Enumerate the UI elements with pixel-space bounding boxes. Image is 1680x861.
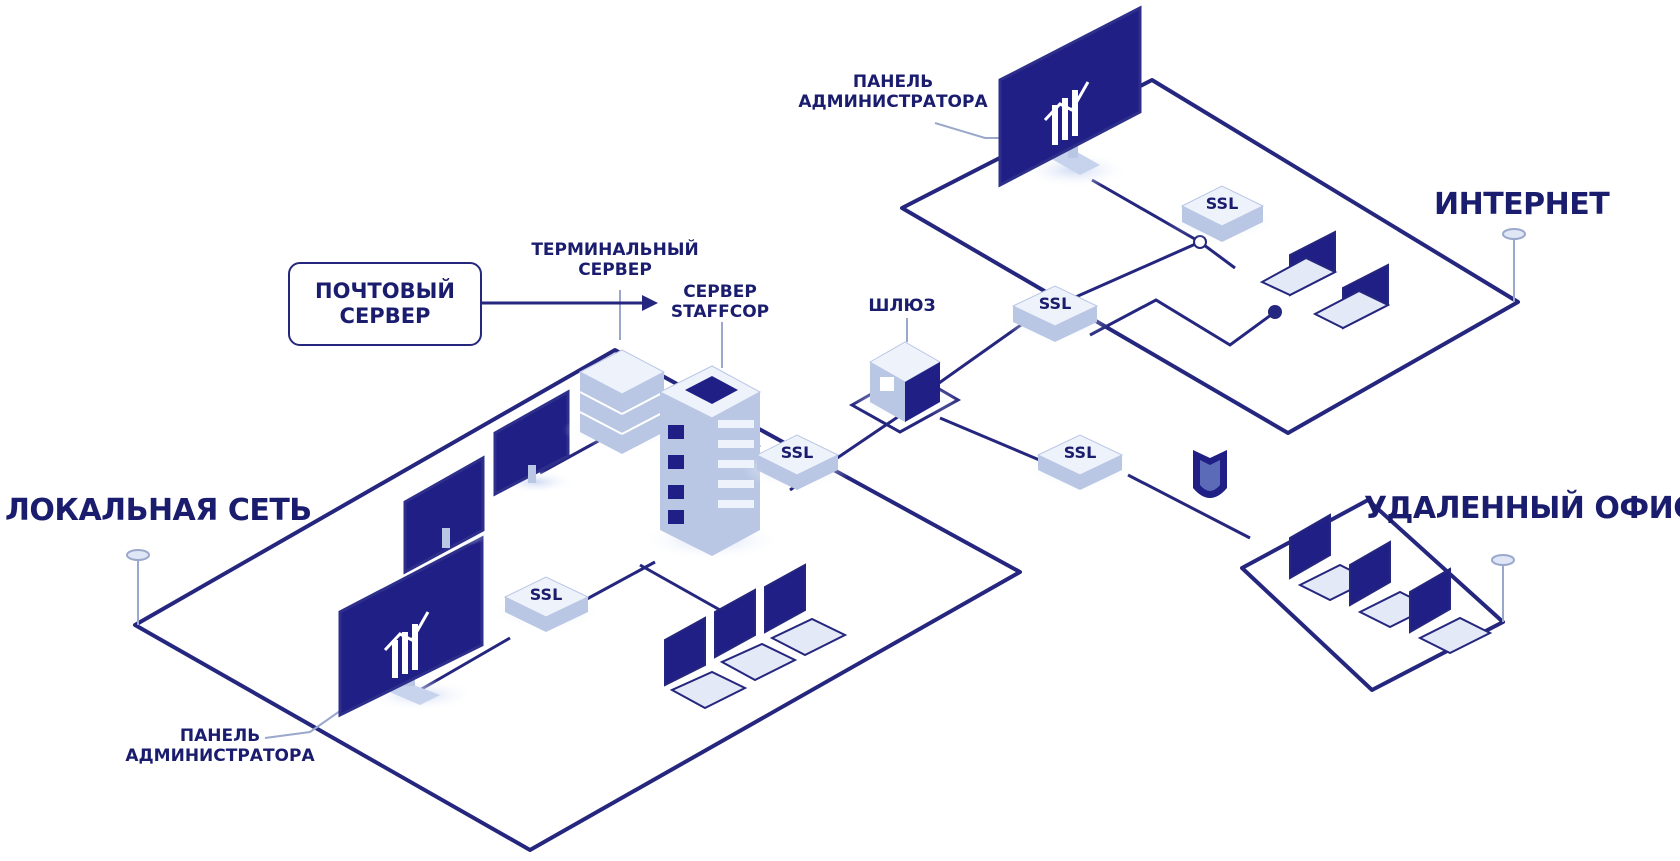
laptop-icon [664, 563, 848, 710]
remote-office-zone [1240, 498, 1505, 692]
ssl-devices [491, 185, 1277, 632]
laptop-icon [1289, 513, 1493, 655]
zone-label-local-network: ЛОКАЛЬНАЯ СЕТЬ [5, 493, 312, 528]
admin-panel-label-bottom: ПАНЕЛЬ АДМИНИСТРАТОРА [115, 726, 325, 766]
staffcop-server-label: СЕРВЕР STAFFCOP [660, 282, 780, 322]
ssl-device-staffcop [742, 434, 852, 490]
admin-monitor-local [338, 535, 484, 718]
zone-label-remote-office: УДАЛЕННЫЙ ОФИС [1364, 491, 1680, 526]
ssl-device-remote [1025, 434, 1135, 490]
gateway-box [848, 341, 962, 434]
ssl-label: SSL [781, 443, 814, 462]
laptops [664, 230, 1493, 710]
terminal-server-label-line1: ТЕРМИНАЛЬНЫЙ [531, 240, 699, 260]
ssl-label: SSL [1064, 443, 1097, 462]
zone-label-internet: ИНТЕРНЕТ [1434, 187, 1610, 222]
admin-panel-label-bottom-line2: АДМИНИСТРАТОРА [125, 745, 315, 766]
mail-server-arrow [480, 295, 658, 311]
terminal-server-label: ТЕРМИНАЛЬНЫЙ СЕРВЕР [515, 240, 715, 280]
zone-pins [126, 228, 1526, 625]
connector-dots [1193, 235, 1282, 319]
admin-panel-label-top-line2: АДМИНИСТРАТОРА [798, 91, 988, 112]
mail-server-label-line1: ПОЧТОВЫЙ [315, 278, 455, 303]
ssl-label: SSL [530, 585, 563, 604]
ssl-label: SSL [1039, 294, 1072, 313]
admin-monitor-internet [998, 5, 1142, 188]
staffcop-server-label-line1: СЕРВЕР [683, 282, 757, 302]
staffcop-server-label-line2: STAFFCOP [670, 301, 770, 322]
admin-panel-label-bottom-line1: ПАНЕЛЬ [179, 726, 261, 746]
local-monitors [403, 389, 576, 575]
ssl-label: SSL [1206, 194, 1239, 213]
mail-server-label-line2: СЕРВЕР [339, 304, 431, 328]
terminal-server [562, 349, 682, 454]
local-network-zone [133, 348, 1022, 852]
gateway-label: ШЛЮЗ [868, 296, 936, 316]
laptop-icon [1259, 230, 1391, 330]
ssl-device-internet-gw [1000, 285, 1110, 342]
terminal-server-label-line2: СЕРВЕР [578, 259, 652, 280]
ssl-device-local [491, 576, 601, 632]
ssl-device-internet-top [1167, 185, 1277, 242]
admin-panel-label-top-line1: ПАНЕЛЬ [852, 72, 934, 92]
admin-panel-label-top: ПАНЕЛЬ АДМИНИСТРАТОРА [793, 72, 993, 112]
mail-server-callout: ПОЧТОВЫЙ СЕРВЕР [288, 262, 482, 346]
staffcop-server [642, 365, 782, 560]
shield-icon [1193, 450, 1227, 498]
internet-zone [900, 78, 1520, 435]
